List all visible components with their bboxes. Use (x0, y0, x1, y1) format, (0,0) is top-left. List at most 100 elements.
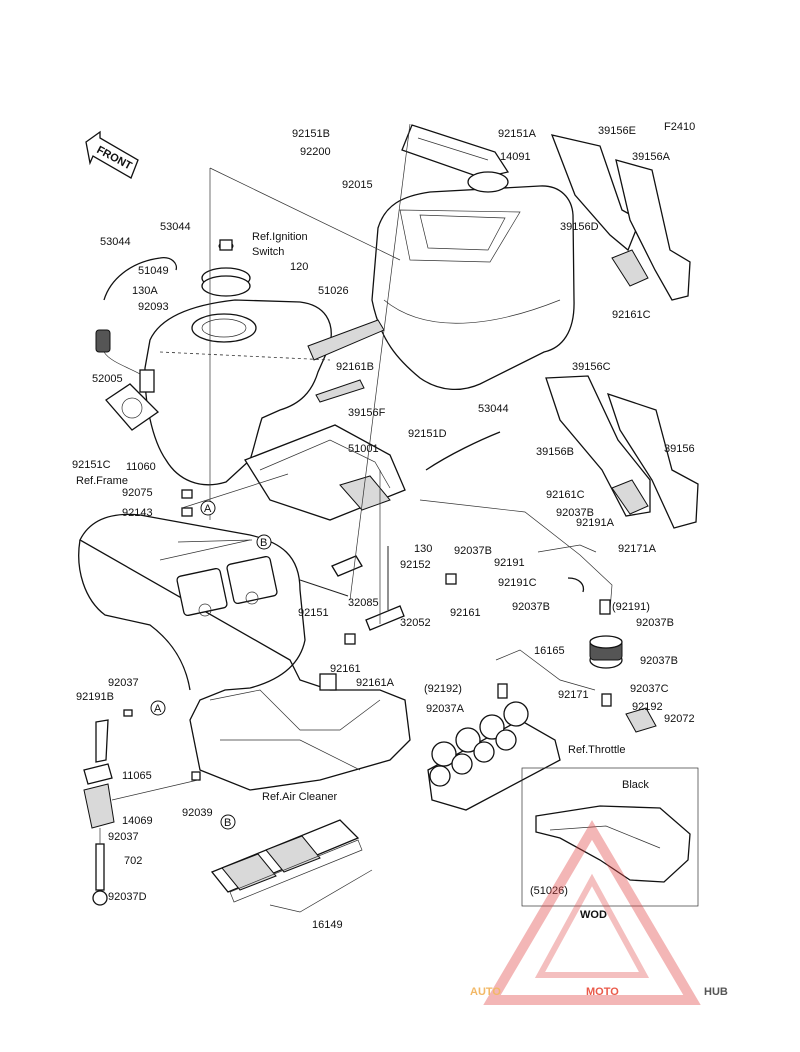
part-number-label: 39156F (348, 407, 386, 419)
watermark: WOD AUTO MOTO HUB (470, 820, 728, 1005)
ref-frame: Ref.Frame (76, 475, 128, 487)
ref-air-cleaner: Ref.Air Cleaner (262, 791, 338, 803)
part-number-label: 92037 (108, 831, 139, 843)
svg-text:B: B (224, 817, 231, 829)
part-number-label: 39156A (632, 151, 671, 163)
callout-b-2: B (220, 814, 236, 830)
part-number-label: 16165 (534, 645, 565, 657)
fuel-lines (419, 499, 657, 733)
part-labels: 92151B922009201592151A1409139156E39156A3… (72, 125, 695, 931)
part-number-label: 92039 (182, 807, 213, 819)
part-number-label: 39156D (560, 221, 599, 233)
fuel-cap (201, 239, 251, 297)
part-number-label: 92151D (408, 428, 447, 440)
part-number-label: 92191 (494, 557, 525, 569)
part-number-label: 11060 (126, 461, 156, 473)
part-number-label: 53044 (100, 236, 131, 248)
figure-code: F2410 (664, 121, 695, 133)
watermark-moto: MOTO (586, 986, 619, 998)
part-number-label: 92151C (72, 459, 111, 471)
part-number-label: 92191A (576, 517, 615, 529)
fuel-pump (95, 329, 160, 431)
callout-a-2: A (150, 700, 166, 716)
watermark-hub: HUB (704, 986, 728, 998)
side-panels-upper (550, 134, 691, 301)
fuel-tank-cover (371, 124, 575, 391)
part-number-label: (92192) (424, 683, 462, 695)
part-number-label: 39156 (664, 443, 695, 455)
front-arrow: FRONT (85, 130, 139, 179)
inset-color: Black (622, 779, 649, 791)
gasket-strips (307, 319, 385, 403)
part-number-label: 92191C (498, 577, 537, 589)
left-parts (83, 489, 201, 906)
part-number-label: 92037B (640, 655, 678, 667)
part-number-label: 130 (414, 543, 432, 555)
reference-labels: Ref.Ignition Switch Ref.Frame Ref.Thrott… (76, 231, 625, 803)
part-number-label: 92093 (138, 301, 169, 313)
part-number-label: 39156B (536, 446, 574, 458)
part-number-label: 92151 (298, 607, 329, 619)
callout-b-1: B (256, 534, 272, 550)
brackets (299, 546, 457, 645)
part-number-label: 92015 (342, 179, 373, 191)
inset-part: (51026) (530, 885, 568, 897)
part-number-label: 92037C (630, 683, 669, 695)
part-number-label: (92191) (612, 601, 650, 613)
part-number-label: 92152 (400, 559, 431, 571)
side-panels-lower (545, 375, 699, 529)
part-number-label: 11065 (122, 770, 152, 782)
frame (78, 513, 411, 791)
part-number-label: 92161C (546, 489, 585, 501)
part-number-label: 92037B (454, 545, 492, 557)
watermark-code: WOD (580, 909, 607, 921)
part-number-label: 92037B (512, 601, 550, 613)
part-number-label: 120 (290, 261, 308, 273)
part-number-label: 92037B (556, 507, 594, 519)
part-number-label: 92161B (336, 361, 374, 373)
inset-box: Black (51026) (521, 767, 699, 907)
part-number-label: 92151B (292, 128, 330, 140)
part-number-label: 92037D (108, 891, 147, 903)
breather-hose (103, 257, 178, 301)
part-number-label: 92161C (612, 309, 651, 321)
part-number-label: 32085 (348, 597, 379, 609)
part-number-label: 130A (132, 285, 158, 297)
part-number-label: 92072 (664, 713, 695, 725)
part-number-label: 52005 (92, 373, 123, 385)
ref-ignition: Ref.Ignition (252, 231, 308, 243)
part-number-label: 16149 (312, 919, 343, 931)
part-number-label: 51026 (318, 285, 349, 297)
ref-throttle: Ref.Throttle (568, 744, 625, 756)
part-number-label: 92037A (426, 703, 465, 715)
leader-lines (111, 123, 411, 801)
part-number-label: 14069 (122, 815, 153, 827)
part-number-label: 92171 (558, 689, 589, 701)
part-number-label: 53044 (478, 403, 509, 415)
part-number-label: 702 (124, 855, 142, 867)
part-number-label: 51001 (348, 443, 379, 455)
svg-text:A: A (204, 503, 212, 515)
part-number-label: 92200 (300, 146, 331, 158)
callout-a-1: A (200, 500, 216, 516)
part-number-label: 39156C (572, 361, 611, 373)
part-number-label: 51049 (138, 265, 169, 277)
svg-text:A: A (154, 703, 162, 715)
throttle-bodies (427, 701, 561, 811)
part-number-label: 32052 (400, 617, 431, 629)
ref-ignition-2: Switch (252, 246, 284, 258)
part-number-label: 39156E (598, 125, 636, 137)
part-number-label: 92037B (636, 617, 674, 629)
part-number-label: 53044 (160, 221, 191, 233)
drain-hose (425, 431, 501, 471)
part-number-label: 92151A (498, 128, 537, 140)
svg-text:B: B (260, 537, 267, 549)
part-number-label: 92037 (108, 677, 139, 689)
part-number-label: 92171A (618, 543, 657, 555)
watermark-auto: AUTO (470, 986, 501, 998)
part-number-label: 92192 (632, 701, 663, 713)
part-number-label: 92161 (330, 663, 361, 675)
part-number-label: 92143 (122, 507, 153, 519)
fuel-tank (144, 299, 406, 521)
